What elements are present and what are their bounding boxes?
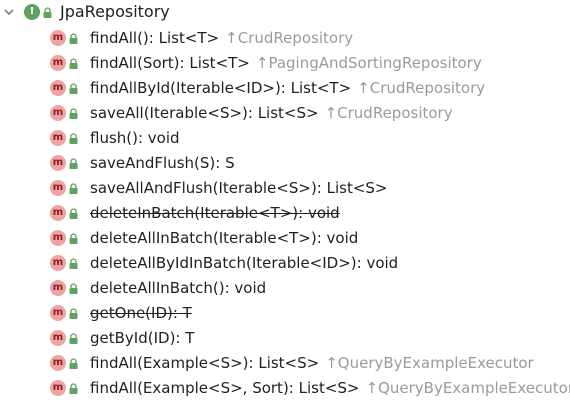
method-icon: m (50, 230, 66, 246)
method-label: saveAll(Iterable<S>): List<S> ↑CrudReposi… (90, 104, 453, 122)
method-signature: getById(ID): T (90, 329, 195, 347)
method-label: getById(ID): T (90, 329, 194, 347)
method-icon: m (50, 30, 66, 46)
method-icon: m (50, 305, 66, 321)
method-row[interactable]: m findAllById(Iterable<ID>): List<T> ↑Crud… (0, 76, 570, 101)
tree-root-jparepository[interactable]: I JpaRepository (0, 0, 570, 26)
lock-icon (69, 283, 78, 294)
lock-icon (69, 333, 78, 344)
method-label: deleteInBatch(Iterable<T>): void (90, 204, 340, 222)
lock-icon (43, 7, 52, 18)
lock-icon (69, 308, 78, 319)
lock-icon (69, 383, 78, 394)
lock-icon (69, 208, 78, 219)
lock-icon (69, 83, 78, 94)
method-icon: m (50, 105, 66, 121)
inherited-from: ↑PagingAndSortingRepository (255, 54, 482, 72)
method-row[interactable]: m saveAll(Iterable<S>): List<S> ↑CrudRepos… (0, 101, 570, 126)
lock-icon (69, 183, 78, 194)
method-icon: m (50, 180, 66, 196)
method-row[interactable]: m deleteAllInBatch(Iterable<T>): void (0, 226, 570, 251)
method-label: findAll(Example<S>): List<S> ↑QueryByExam… (90, 354, 534, 372)
method-row[interactable]: m deleteAllInBatch(): void (0, 276, 570, 301)
lock-icon (69, 258, 78, 269)
method-row[interactable]: m findAll(Example<S>, Sort): List<S> ↑Quer… (0, 376, 570, 401)
lock-icon (69, 158, 78, 169)
inherited-from: ↑CrudRepository (324, 104, 453, 122)
lock-icon (69, 358, 78, 369)
method-icon: m (50, 55, 66, 71)
method-signature: findAll(Example<S>): List<S> (90, 354, 320, 372)
inherited-from: ↑QueryByExampleExecutor (325, 354, 534, 372)
method-signature: flush(): void (90, 129, 180, 147)
lock-icon (69, 233, 78, 244)
method-row[interactable]: m getById(ID): T (0, 326, 570, 351)
method-row[interactable]: m findAll(): List<T> ↑CrudRepository (0, 26, 570, 51)
method-row[interactable]: m deleteAllByIdInBatch(Iterable<ID>): voi… (0, 251, 570, 276)
method-row[interactable]: m deleteInBatch(Iterable<T>): void (0, 201, 570, 226)
method-label: flush(): void (90, 129, 180, 147)
interface-name: JpaRepository (60, 2, 170, 21)
lock-icon (69, 58, 78, 69)
chevron-down-icon[interactable] (2, 5, 16, 19)
method-label: deleteAllInBatch(Iterable<T>): void (90, 229, 358, 247)
method-signature: saveAndFlush(S): S (90, 154, 235, 172)
method-signature: saveAllAndFlush(Iterable<S>): List<S> (90, 179, 388, 197)
method-label: getOne(ID): T (90, 304, 192, 322)
method-signature: findAllById(Iterable<ID>): List<T> (90, 79, 352, 97)
method-icon: m (50, 130, 66, 146)
method-label: findAllById(Iterable<ID>): List<T> ↑CrudR… (90, 79, 485, 97)
method-signature: findAll(Sort): List<T> (90, 54, 250, 72)
method-signature: findAll(Example<S>, Sort): List<S> (90, 379, 360, 397)
method-signature: getOne(ID): T (90, 304, 192, 322)
method-icon: m (50, 205, 66, 221)
method-icon: m (50, 330, 66, 346)
method-label: findAll(): List<T> ↑CrudRepository (90, 29, 353, 47)
method-label: deleteAllInBatch(): void (90, 279, 266, 297)
method-row[interactable]: m saveAllAndFlush(Iterable<S>): List<S> (0, 176, 570, 201)
lock-icon (69, 133, 78, 144)
method-icon: m (50, 280, 66, 296)
method-signature: deleteAllInBatch(Iterable<T>): void (90, 229, 359, 247)
method-icon: m (50, 255, 66, 271)
method-label: deleteAllByIdInBatch(Iterable<ID>): void (90, 254, 398, 272)
method-list: m findAll(): List<T> ↑CrudRepository m findA… (0, 26, 570, 401)
interface-icon: I (24, 4, 40, 20)
method-row[interactable]: m flush(): void (0, 126, 570, 151)
lock-icon (69, 33, 78, 44)
method-icon: m (50, 155, 66, 171)
method-row[interactable]: m findAll(Example<S>): List<S> ↑QueryByExa… (0, 351, 570, 376)
method-signature: deleteAllInBatch(): void (90, 279, 267, 297)
method-row[interactable]: m findAll(Sort): List<T> ↑PagingAndSorting… (0, 51, 570, 76)
method-signature: deleteAllByIdInBatch(Iterable<ID>): void (90, 254, 399, 272)
method-label: findAll(Example<S>, Sort): List<S> ↑Query… (90, 379, 570, 397)
lock-icon (69, 108, 78, 119)
method-label: findAll(Sort): List<T> ↑PagingAndSortingR… (90, 54, 482, 72)
inherited-from: ↑CrudRepository (357, 79, 486, 97)
method-row[interactable]: m saveAndFlush(S): S (0, 151, 570, 176)
inherited-from: ↑CrudRepository (225, 29, 354, 47)
method-icon: m (50, 355, 66, 371)
method-icon: m (50, 380, 66, 396)
method-label: saveAllAndFlush(Iterable<S>): List<S> (90, 179, 388, 197)
method-signature: deleteInBatch(Iterable<T>): void (90, 204, 340, 222)
inherited-from: ↑QueryByExampleExecutor (365, 379, 570, 397)
method-row[interactable]: m getOne(ID): T (0, 301, 570, 326)
method-label: saveAndFlush(S): S (90, 154, 235, 172)
method-icon: m (50, 80, 66, 96)
method-signature: findAll(): List<T> (90, 29, 220, 47)
method-signature: saveAll(Iterable<S>): List<S> (90, 104, 319, 122)
